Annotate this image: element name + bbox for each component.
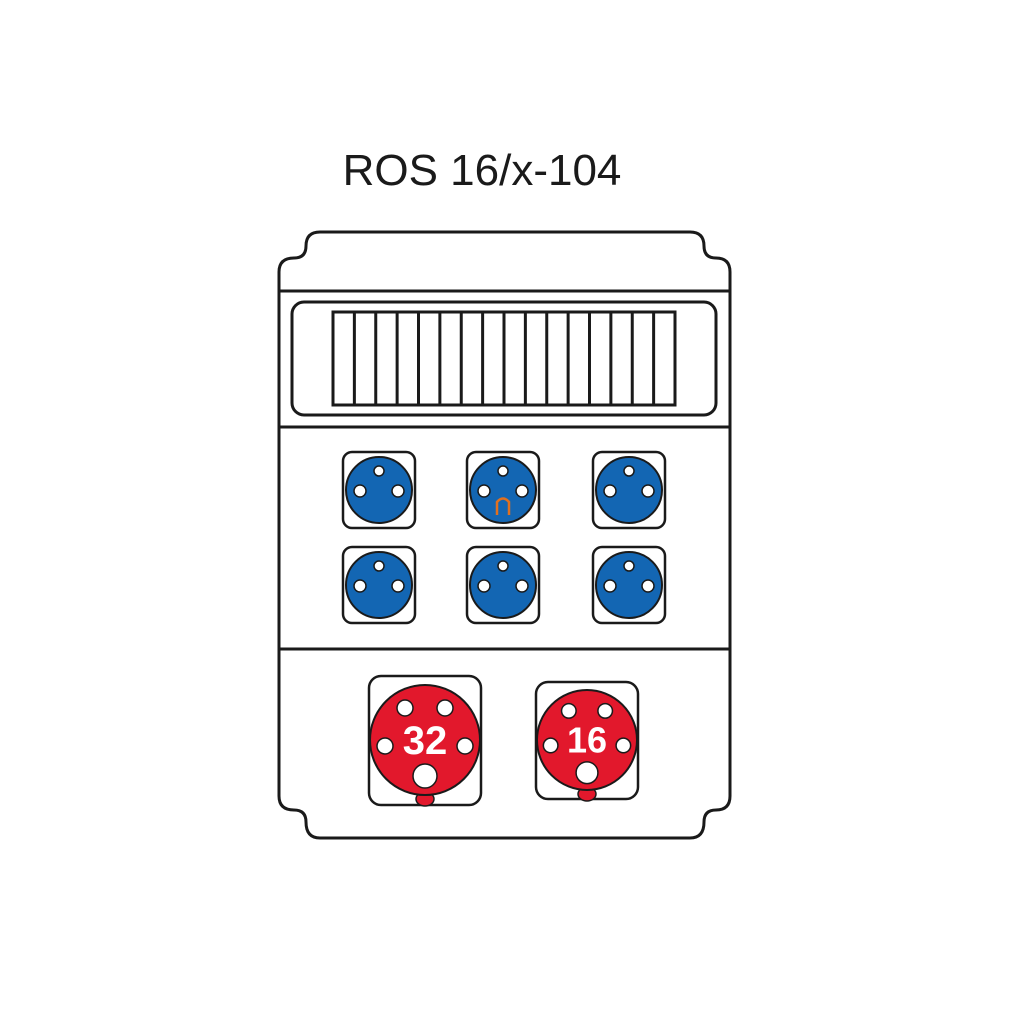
enclosure-outline [277, 230, 732, 840]
schuko-socket [465, 545, 541, 625]
socket-face [595, 551, 663, 619]
breaker-modules [331, 310, 677, 407]
schuko-socket [591, 545, 667, 625]
pin-hole [603, 579, 617, 593]
pin-hole [515, 484, 529, 498]
schuko-socket [591, 450, 667, 530]
schuko-socket [341, 450, 417, 530]
pin-hole [560, 702, 577, 719]
earth-pin-hole [623, 465, 635, 477]
pin-hole [391, 484, 405, 498]
pin-hole [641, 484, 655, 498]
pin-hole [376, 737, 394, 755]
socket-face [469, 551, 537, 619]
schuko-socket-group [341, 450, 667, 625]
socket-face [595, 456, 663, 524]
pin-hole [353, 484, 367, 498]
cee-socket-32a: 32 [367, 674, 483, 807]
pin-hole [603, 484, 617, 498]
pin-hole [477, 484, 491, 498]
amperage-label: 32 [403, 719, 448, 763]
breaker-window [290, 300, 718, 417]
socket-face [469, 456, 537, 524]
pin-hole [456, 737, 474, 755]
earth-pin-hole [373, 465, 385, 477]
pin-hole [515, 579, 529, 593]
pin-hole [477, 579, 491, 593]
cee-socket-16a: 16 [534, 680, 640, 802]
pin-hole [575, 761, 599, 785]
cee-socket-group: 32 16 [367, 674, 640, 807]
earth-pin-hole [497, 465, 509, 477]
earth-clip-icon [495, 497, 511, 515]
product-title: ROS 16/x-104 [342, 146, 622, 195]
pin-hole [396, 699, 414, 717]
earth-pin-hole [373, 560, 385, 572]
pin-hole [412, 763, 438, 789]
pin-hole [641, 579, 655, 593]
schuko-socket [465, 450, 541, 530]
pin-hole [353, 579, 367, 593]
pin-hole [391, 579, 405, 593]
earth-pin-hole [623, 560, 635, 572]
pin-hole [597, 702, 614, 719]
pin-hole [615, 737, 632, 754]
schuko-socket [341, 545, 417, 625]
amperage-label: 16 [567, 720, 607, 761]
pin-hole [436, 699, 454, 717]
earth-pin-hole [497, 560, 509, 572]
socket-face [345, 551, 413, 619]
pin-hole [542, 737, 559, 754]
socket-face [345, 456, 413, 524]
